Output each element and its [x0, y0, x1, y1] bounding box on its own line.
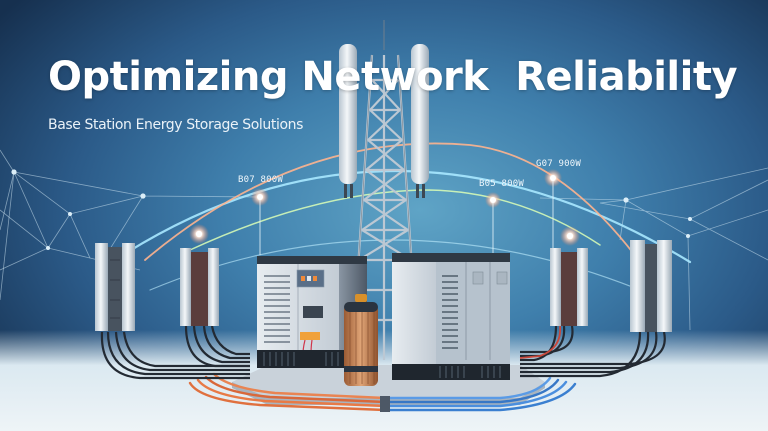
- power-label-b05: B05 800W: [479, 179, 524, 189]
- panel-antenna-right: [411, 44, 429, 184]
- rru-far-right: [630, 240, 672, 332]
- panel-antenna-left: [339, 44, 357, 184]
- rru-left: [180, 248, 219, 326]
- power-label-g07: G07 900W: [536, 159, 581, 169]
- rru-right: [550, 248, 588, 326]
- power-label-b07: B07 800W: [238, 175, 283, 185]
- black-cables-left: [100, 325, 250, 380]
- hero-subtitle: Base Station Energy Storage Solutions: [48, 117, 303, 133]
- rru-far-left: [95, 243, 135, 331]
- black-cables-right: [520, 325, 666, 378]
- power-cabinet-right: [392, 253, 510, 380]
- hero-title: Optimizing Network Reliability: [48, 54, 738, 100]
- battery-cell: [344, 294, 378, 386]
- mesh-nodes: [11, 169, 692, 250]
- power-cables: [188, 372, 577, 412]
- glow-nodes: [189, 169, 580, 255]
